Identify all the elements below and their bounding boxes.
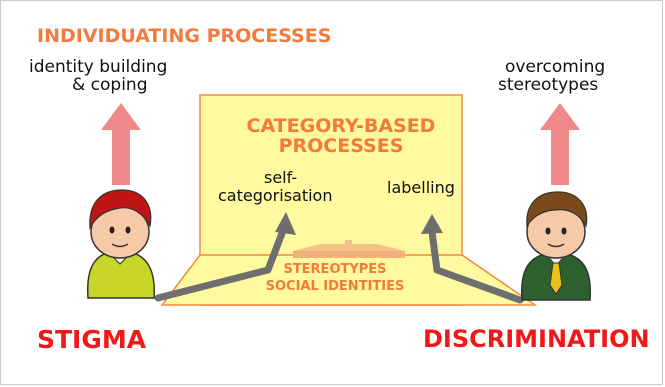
- center-heading-line2: PROCESSES: [278, 135, 404, 157]
- self-categorisation-line2: categorisation: [218, 186, 333, 205]
- stigma-label: STIGMA: [37, 325, 147, 354]
- self-categorisation-line1: self-: [264, 168, 298, 187]
- discrimination-label: DISCRIMINATION: [423, 325, 650, 353]
- title: INDIVIDUATING PROCESSES: [37, 25, 332, 47]
- left-top-line1: identity building: [29, 57, 168, 77]
- labelling-label: labelling: [387, 178, 455, 197]
- stigma-to-self-arrow: [154, 212, 296, 302]
- person-red-hair-icon: [86, 189, 155, 299]
- left-top-line2: & coping: [72, 75, 148, 95]
- discrimination-to-labelling-arrow: [421, 214, 524, 304]
- person-brown-hair-tie-icon: [520, 191, 592, 301]
- right-top-line1: overcoming: [505, 57, 606, 77]
- base-line2: SOCIAL IDENTITIES: [265, 279, 405, 294]
- pedestal-icon: [293, 240, 405, 258]
- center-heading-line1: CATEGORY-BASED: [246, 115, 436, 137]
- right-up-arrow: [540, 103, 580, 185]
- base-line1: STEREOTYPES: [283, 262, 387, 277]
- right-top-line2: stereotypes: [498, 75, 599, 95]
- left-up-arrow: [101, 103, 141, 185]
